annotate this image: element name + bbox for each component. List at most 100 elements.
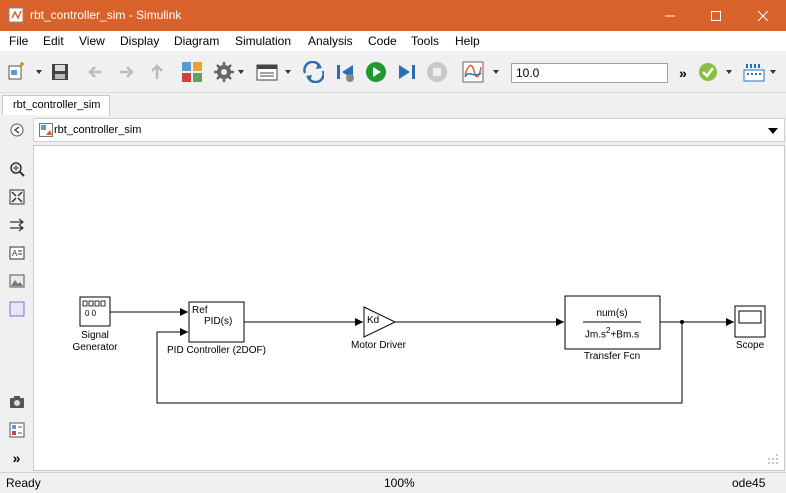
step-back-button[interactable] (335, 61, 357, 83)
simulink-app-icon (8, 7, 24, 23)
model-advisor-button[interactable] (697, 61, 719, 83)
signal-generator-icon-text: 0 0 (85, 309, 97, 318)
menu-help[interactable]: Help (455, 34, 480, 48)
resize-grip-icon[interactable] (768, 454, 778, 464)
breadcrumb: rbt_controller_sim (33, 118, 785, 142)
close-icon (757, 10, 769, 21)
step-forward-button[interactable] (395, 61, 417, 83)
menu-code[interactable]: Code (368, 34, 397, 48)
tf-numerator: num(s) (596, 308, 628, 319)
status-text: Ready (6, 476, 41, 490)
menu-bar: File Edit View Display Diagram Simulatio… (0, 31, 786, 51)
tf-denominator: Jm.s2+Bm.s (584, 326, 640, 341)
minimize-button[interactable] (647, 0, 693, 31)
fit-to-view-button[interactable] (8, 188, 25, 205)
signal-generator-label-line2: Generator (72, 342, 118, 353)
pid-controller-block[interactable] (188, 301, 245, 343)
menu-diagram[interactable]: Diagram (174, 34, 220, 48)
hide-arrows-button[interactable] (8, 216, 25, 233)
area-button[interactable] (8, 300, 25, 317)
back-button[interactable] (85, 61, 107, 83)
gain-inner-text: Kd (367, 315, 380, 326)
maximize-icon (711, 10, 721, 21)
model-icon (39, 123, 53, 137)
model-browser-icon (9, 422, 24, 437)
back-arrow-icon (88, 66, 102, 78)
image-button[interactable] (8, 272, 25, 289)
signal-generator-label-line1: Signal (81, 330, 109, 341)
explorer-dropdown-icon[interactable] (285, 70, 291, 74)
window-title: rbt_controller_sim - Simulink (30, 8, 182, 22)
menu-edit[interactable]: Edit (43, 34, 64, 48)
diagram-wiring (79, 295, 778, 464)
stop-icon (427, 62, 447, 82)
annotation-button[interactable]: A (8, 244, 25, 261)
transfer-fcn-label: Transfer Fcn (583, 351, 641, 362)
update-diagram-icon (303, 61, 324, 83)
motor-driver-gain-block[interactable] (363, 306, 397, 338)
up-arrow-icon (151, 64, 163, 79)
feedback-wire[interactable] (156, 322, 683, 404)
new-model-button[interactable] (6, 61, 28, 83)
model-explorer-button[interactable] (256, 61, 278, 83)
data-inspector-dropdown-icon[interactable] (493, 70, 499, 74)
step-back-icon (337, 65, 354, 82)
checkmark-icon (699, 63, 717, 81)
menu-view[interactable]: View (79, 34, 105, 48)
tab-model[interactable]: rbt_controller_sim (2, 95, 110, 116)
menu-file[interactable]: File (9, 34, 29, 48)
maximize-button[interactable] (693, 0, 739, 31)
new-model-icon (8, 62, 24, 80)
tab-strip: rbt_controller_sim (0, 93, 786, 116)
run-button[interactable] (365, 61, 387, 83)
step-forward-icon (399, 65, 415, 79)
forward-button[interactable] (115, 61, 137, 83)
configuration-dropdown-icon[interactable] (238, 70, 244, 74)
up-button[interactable] (146, 61, 168, 83)
pid-controller-label: PID Controller (2DOF) (167, 345, 266, 356)
pid-inner-text: PID(s) (204, 316, 233, 327)
close-button[interactable] (740, 0, 786, 31)
menu-tools[interactable]: Tools (411, 34, 440, 48)
left-tool-palette: A » (0, 115, 33, 472)
build-dropdown-icon[interactable] (770, 70, 776, 74)
annotation-icon: A (9, 246, 24, 259)
library-browser-button[interactable] (181, 61, 203, 83)
library-browser-icon (182, 62, 202, 82)
save-icon (52, 64, 68, 80)
scope-block[interactable] (734, 305, 766, 338)
more-tools-icon[interactable]: » (12, 449, 21, 466)
minimize-icon (665, 15, 675, 16)
model-configuration-button[interactable] (213, 61, 235, 83)
model-explorer-icon (256, 64, 278, 81)
camera-icon (9, 395, 24, 408)
menu-display[interactable]: Display (120, 34, 160, 48)
menu-simulation[interactable]: Simulation (235, 34, 292, 48)
simulation-data-inspector-button[interactable] (462, 61, 484, 83)
solver-name[interactable]: ode45 (732, 476, 766, 490)
gear-icon (214, 62, 234, 82)
save-button[interactable] (49, 61, 71, 83)
new-model-dropdown-icon[interactable] (36, 70, 42, 74)
breadcrumb-model-link[interactable]: rbt_controller_sim (54, 124, 142, 136)
stop-time-input[interactable] (511, 63, 668, 83)
collapse-circle-icon (10, 123, 23, 136)
title-bar: rbt_controller_sim - Simulink (0, 0, 786, 31)
advisor-dropdown-icon[interactable] (726, 70, 732, 74)
diagram-canvas[interactable]: 0 0 Signal Generator Ref PID(s) PID Cont… (33, 145, 785, 471)
menu-analysis[interactable]: Analysis (308, 34, 353, 48)
data-inspector-icon (462, 61, 484, 83)
breadcrumb-dropdown-icon[interactable] (768, 128, 778, 134)
model-browser-button[interactable] (8, 421, 25, 438)
pid-ref-port-label: Ref (192, 305, 208, 316)
run-play-icon (366, 62, 386, 82)
stop-button[interactable] (426, 61, 448, 83)
hide-explorer-button[interactable] (8, 121, 25, 138)
build-model-button[interactable] (743, 61, 765, 83)
zoom-button[interactable] (8, 160, 25, 177)
scope-label: Scope (735, 340, 765, 351)
toolbar-overflow-icon[interactable]: » (679, 65, 687, 81)
screenshot-button[interactable] (8, 393, 25, 410)
update-diagram-button[interactable] (302, 61, 324, 83)
zoom-icon (9, 161, 25, 177)
